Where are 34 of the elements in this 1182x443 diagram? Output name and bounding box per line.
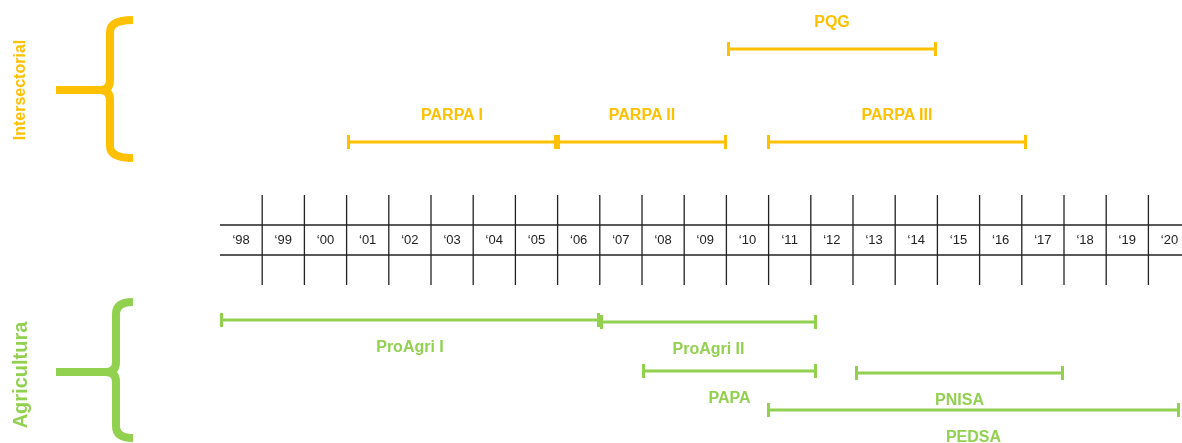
year-label: ‘14 xyxy=(906,232,926,248)
year-label: ‘10 xyxy=(737,232,758,248)
year-label: ‘98 xyxy=(231,232,251,248)
bar-label: PNISA xyxy=(935,390,984,410)
year-label: ‘20 xyxy=(1159,232,1180,248)
year-label: ‘04 xyxy=(484,232,504,248)
year-label: ‘01 xyxy=(358,232,378,248)
year-label: ‘11 xyxy=(780,232,799,248)
year-label: ‘15 xyxy=(948,232,969,248)
bar-label: ProAgri II xyxy=(672,339,745,359)
bar-label: PEDSA xyxy=(945,427,1002,443)
year-label: ‘06 xyxy=(569,232,589,248)
year-label: ‘02 xyxy=(400,232,420,248)
bar-label: ProAgri I xyxy=(376,337,444,357)
year-label: ‘07 xyxy=(611,232,631,248)
year-label: ‘13 xyxy=(864,232,884,248)
year-label: ‘08 xyxy=(653,232,673,248)
bar-label: PARPA I xyxy=(421,105,483,125)
bar-label: PARPA II xyxy=(608,105,676,125)
year-label: ‘16 xyxy=(991,232,1011,248)
year-label: ‘05 xyxy=(526,232,547,248)
year-label: ‘03 xyxy=(442,232,462,248)
year-label: ‘09 xyxy=(695,232,715,248)
year-label: ‘19 xyxy=(1117,232,1137,248)
year-label: ‘00 xyxy=(315,232,336,248)
year-label: ‘12 xyxy=(822,232,842,248)
bar-label: PAPA xyxy=(708,388,751,408)
bar-label: PARPA III xyxy=(861,105,933,125)
category-label: Intersectorial xyxy=(10,39,29,141)
year-label: ‘18 xyxy=(1075,232,1095,248)
category-label: Agricultura xyxy=(8,321,32,429)
bar-label: PQG xyxy=(814,12,850,32)
year-label: ‘99 xyxy=(273,232,293,248)
year-label: ‘17 xyxy=(1033,232,1053,248)
